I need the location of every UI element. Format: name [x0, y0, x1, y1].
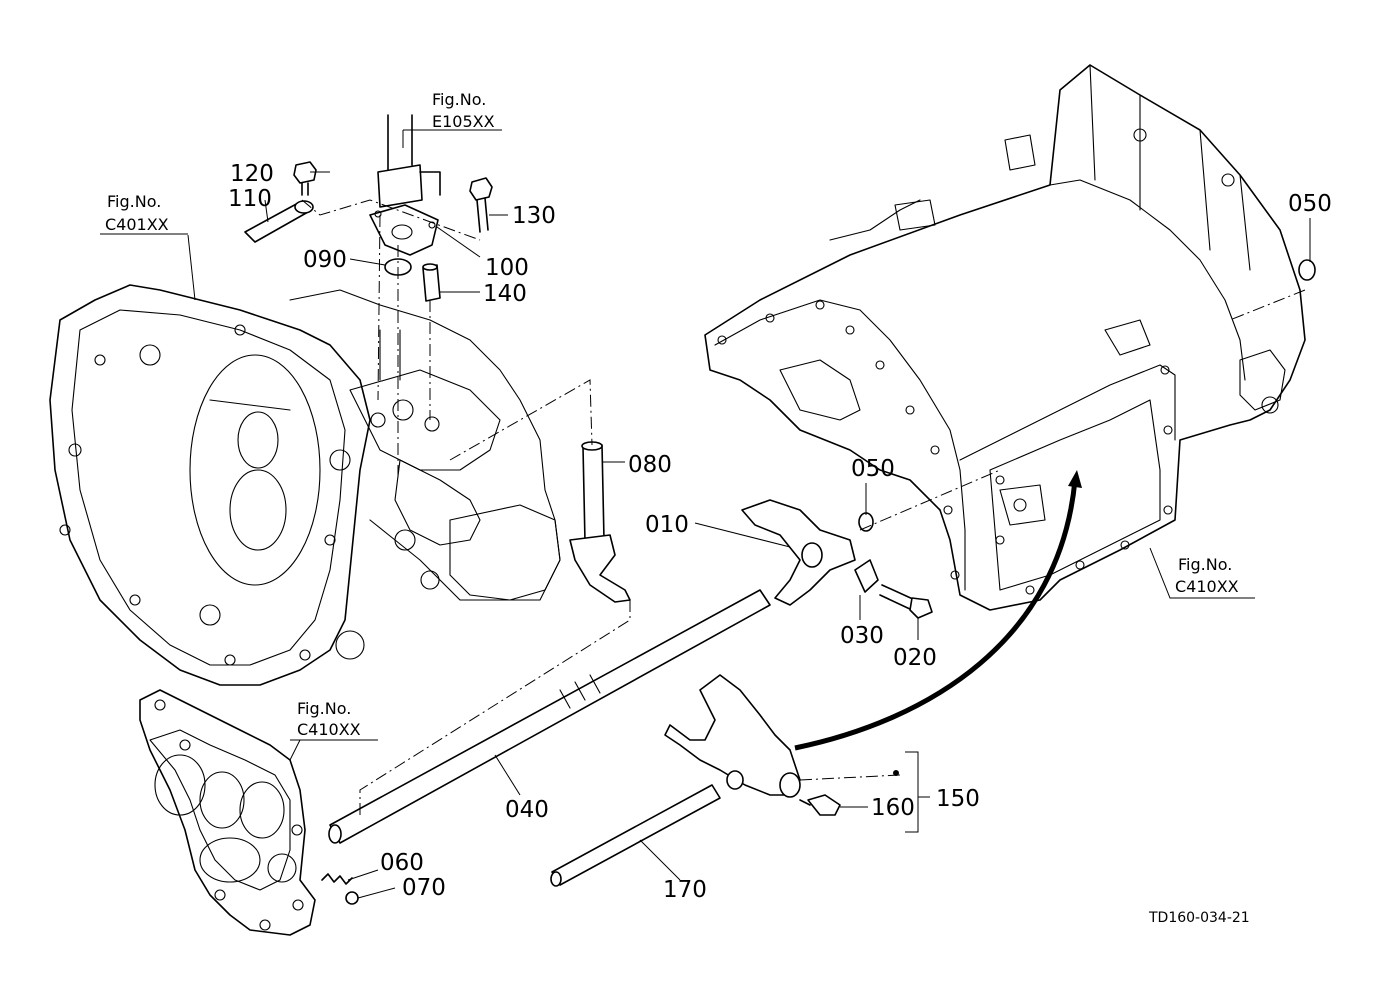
fig-ref-c410-left-title: Fig.No. [297, 699, 351, 718]
shaft-040-drawing [328, 589, 771, 844]
label-160: 160 [871, 795, 915, 821]
plate-100-drawing [369, 204, 439, 256]
label-060: 060 [380, 850, 424, 876]
fig-ref-c401-code: C401XX [105, 215, 169, 234]
shift-lever-drawing [377, 114, 441, 208]
plug-160-drawing [799, 794, 841, 816]
label-140: 140 [483, 281, 527, 307]
ball-070-drawing [345, 891, 359, 905]
bolt-020-drawing [879, 584, 933, 619]
fig-ref-e105: Fig.No. E105XX [403, 90, 502, 131]
fork-150-drawing [664, 674, 801, 798]
label-150: 150 [936, 786, 980, 812]
label-080: 080 [628, 452, 672, 478]
label-040: 040 [505, 797, 549, 823]
rod-170-drawing [550, 784, 721, 887]
centerlines [301, 199, 1306, 815]
fork-010-drawing [741, 499, 856, 606]
bolt-130-drawing [469, 177, 493, 233]
circlip-050-middle-drawing [858, 512, 874, 532]
lock-plate-030-drawing [854, 559, 879, 593]
bolt-120-drawing [293, 161, 317, 196]
spring-060-drawing [321, 873, 353, 885]
shifter-080-drawing [569, 441, 631, 603]
front-housing-drawing [49, 284, 561, 686]
label-130: 130 [512, 203, 556, 229]
part-labels: 010 020 030 040 050 050 060 070 080 090 … [228, 161, 1332, 903]
circlip-050-right-drawing [1298, 259, 1316, 281]
label-020: 020 [893, 645, 937, 671]
label-050-right: 050 [1288, 191, 1332, 217]
leader-lines [187, 130, 1311, 899]
fig-ref-c401: Fig.No. C401XX [100, 192, 188, 235]
fig-ref-c410-left-code: C410XX [297, 720, 361, 739]
fig-ref-c410-right: Fig.No. C410XX [1175, 555, 1239, 596]
label-110: 110 [228, 186, 272, 212]
plate-110-drawing [244, 200, 314, 243]
fig-ref-c410-right-code: C410XX [1175, 577, 1239, 596]
drawing-code: TD160-034-21 [1148, 910, 1250, 926]
label-070: 070 [402, 875, 446, 901]
fig-ref-e105-title: Fig.No. [432, 90, 486, 109]
fig-ref-e105-code: E105XX [432, 112, 495, 131]
fig-ref-c410-left: Fig.No. C410XX [290, 699, 378, 741]
fig-ref-c401-title: Fig.No. [107, 192, 161, 211]
label-090: 090 [303, 247, 347, 273]
label-050-middle: 050 [851, 456, 895, 482]
assembly-arrow [794, 470, 1082, 751]
assembly-bracket-150 [893, 751, 930, 833]
label-100: 100 [485, 255, 529, 281]
label-120: 120 [230, 161, 274, 187]
figure-references: Fig.No. E105XX Fig.No. C401XX Fig.No. C4… [100, 90, 1239, 741]
label-010: 010 [645, 512, 689, 538]
label-030: 030 [840, 623, 884, 649]
rear-cover-drawing [139, 689, 316, 936]
pin-140-drawing [422, 263, 441, 302]
transmission-case-drawing [704, 64, 1306, 611]
fig-ref-c410-right-title: Fig.No. [1178, 555, 1232, 574]
label-170: 170 [663, 877, 707, 903]
